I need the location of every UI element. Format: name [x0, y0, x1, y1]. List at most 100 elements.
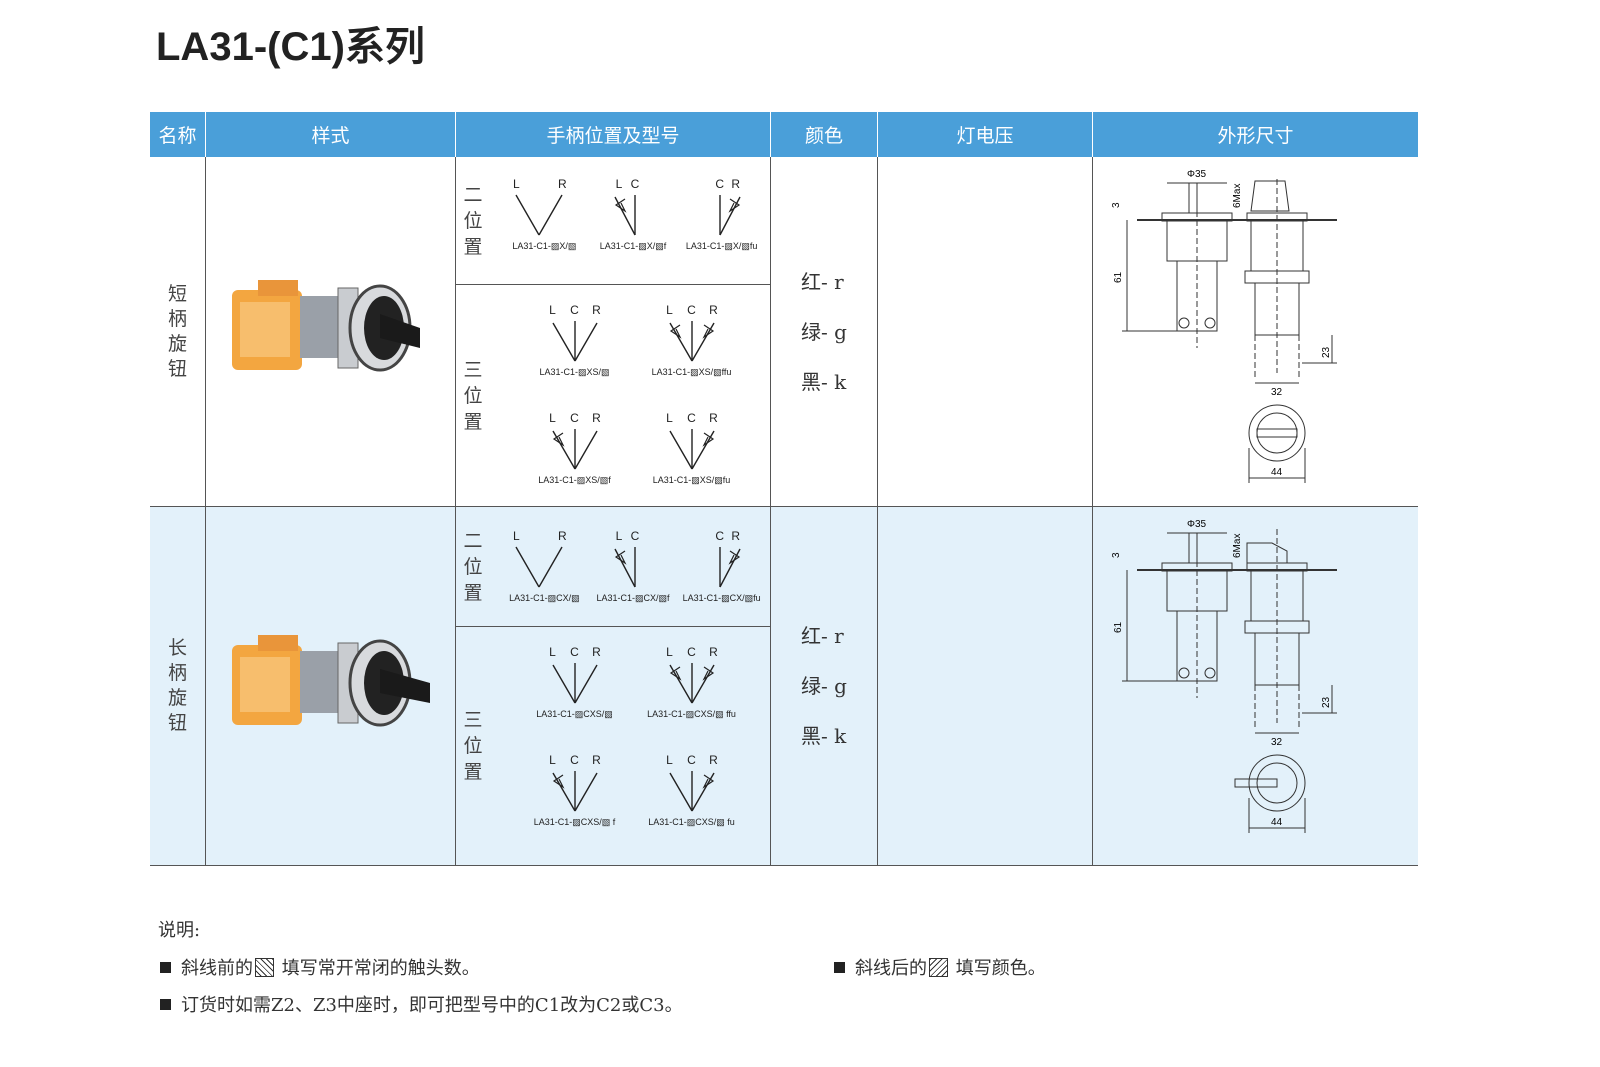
note-1: 斜线前的 填写常开常闭的触头数。: [160, 954, 480, 980]
dimension-label: 61: [1113, 271, 1124, 283]
page-title: LA31-(C1)系列: [156, 25, 425, 69]
cell-lamp-voltage: [878, 507, 1093, 865]
note-1-text-b: 填写常开常闭的触头数。: [281, 958, 480, 979]
model-number: LA31-C1-▨CXS/▧ f: [533, 817, 616, 827]
handle-line: [538, 194, 563, 236]
header-lamp-voltage: 灯电压: [878, 112, 1093, 157]
position-letter: C: [687, 753, 696, 767]
position-letter: L: [666, 303, 673, 317]
handle-line: [515, 194, 540, 236]
dimension-label: 32: [1271, 387, 1283, 398]
handle-line: [668, 772, 693, 812]
header-dimensions: 外形尺寸: [1093, 112, 1418, 157]
position-letter: R: [557, 529, 567, 543]
handle-line: [719, 196, 741, 236]
model-number: LA31-C1-▨XS/▧f: [538, 475, 611, 485]
note-2-text-b: 填写颜色。: [955, 958, 1046, 979]
position-letter: L: [549, 645, 556, 659]
position-letter: C: [570, 753, 579, 767]
model-number: LA31-C1-▨X/▧: [512, 241, 577, 251]
position-letter: C: [715, 177, 725, 191]
position-letter: R: [592, 645, 601, 659]
switch-position-icon: [668, 771, 715, 812]
color-option: 黑- k: [801, 724, 847, 748]
dimension-label: 23: [1321, 346, 1332, 358]
spring-return-icon: [552, 432, 565, 447]
cell-lamp-voltage: [878, 157, 1093, 506]
color-option: 红- r: [801, 624, 844, 648]
handle-line: [719, 548, 741, 588]
spring-return-icon: [728, 550, 740, 565]
position-letter: R: [709, 753, 718, 767]
note-2: 斜线后的 填写颜色。: [834, 954, 1046, 980]
switch-position-icon: [614, 547, 636, 588]
three-position-label: 三 位 置: [463, 709, 483, 783]
dimension-label: Φ35: [1187, 169, 1207, 180]
cell-style: [206, 507, 456, 865]
position-letter: R: [709, 645, 718, 659]
handle-line: [551, 430, 576, 470]
handle-line: [538, 546, 563, 588]
model-number: LA31-C1-▨CX/▧f: [596, 593, 670, 603]
handle-line: [668, 322, 693, 362]
three-position-label: 三 位 置: [463, 358, 483, 433]
handle-line: [614, 548, 636, 588]
switch-position-icon: [515, 194, 563, 236]
position-letter: R: [709, 303, 718, 317]
switch-position-icon: [551, 771, 598, 812]
switch-position-icon: [668, 321, 715, 362]
handle-line: [573, 772, 598, 812]
dimension-label: Φ35: [1187, 519, 1207, 530]
handle-line: [551, 322, 576, 362]
model-number: LA31-C1-▨CXS/▧ fu: [648, 817, 735, 827]
switch-position-icon: [718, 547, 741, 588]
handle-line: [668, 664, 693, 704]
switch-position-icon: [718, 195, 741, 236]
header-style: 样式: [206, 112, 456, 157]
spring-return-icon: [701, 324, 714, 339]
position-letter: C: [687, 645, 696, 659]
handle-line: [690, 664, 715, 704]
position-letter: R: [709, 411, 718, 425]
two-position-label: 二 位 置: [463, 529, 483, 604]
position-letter: C: [687, 303, 696, 317]
dimension-label: 32: [1271, 737, 1283, 748]
spring-return-icon: [728, 198, 740, 213]
color-option: 绿- g: [801, 319, 847, 344]
dimension-label: 3: [1111, 202, 1122, 208]
position-letter: R: [731, 529, 741, 543]
position-letter: L: [666, 753, 673, 767]
handle-line: [551, 664, 576, 704]
switch-position-icon: [551, 429, 598, 470]
spring-return-icon: [701, 432, 714, 447]
product-photo: [232, 280, 420, 372]
note-2-text-a: 斜线后的: [855, 958, 927, 979]
model-number: LA31-C1-▨CX/▧: [509, 593, 580, 603]
handle-line: [573, 322, 598, 362]
header-name: 名称: [150, 112, 206, 157]
model-number: LA31-C1-▨CXS/▧ ffu: [647, 709, 736, 719]
model-number: LA31-C1-▨X/▧f: [599, 241, 667, 251]
handle-line: [690, 772, 715, 812]
note-1-text-a: 斜线前的: [181, 958, 253, 979]
